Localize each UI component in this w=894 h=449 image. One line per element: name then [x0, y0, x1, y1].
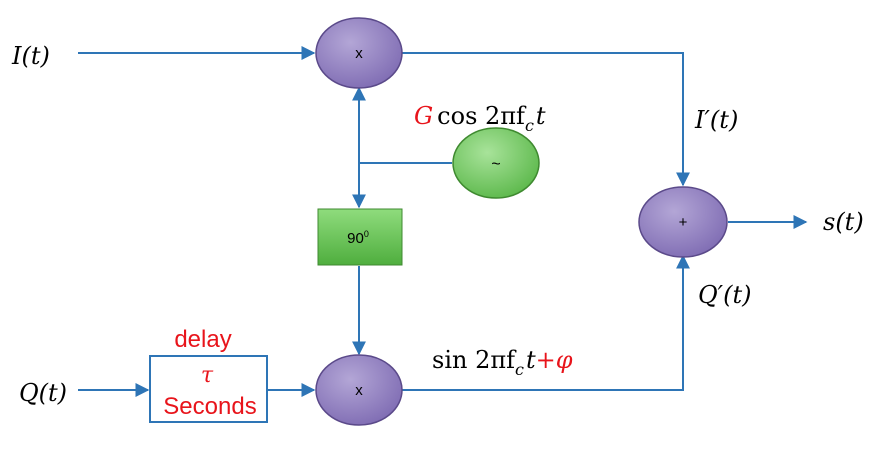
- oscillator: ~: [452, 127, 540, 199]
- i-input-label: I(t): [11, 42, 50, 70]
- q-prime-label: Q′(t): [698, 281, 752, 309]
- adder-symbol: +: [679, 214, 688, 231]
- lower-carrier-expression: sin 2πfct+φ: [432, 346, 573, 379]
- phase-shifter: 900: [317, 208, 403, 266]
- connections: [78, 46, 808, 397]
- delay-title: delay: [174, 326, 231, 353]
- top-mixer-symbol: x: [355, 45, 363, 62]
- adder: +: [638, 186, 728, 258]
- oscillator-symbol: ~: [491, 156, 500, 173]
- phase-shifter-label: 900: [347, 229, 369, 247]
- output-label: s(t): [823, 208, 864, 236]
- delay-unit: Seconds: [163, 393, 256, 420]
- delay-block: delay τ Seconds: [149, 326, 268, 423]
- top-mixer-to-adder-arrow: [402, 52, 690, 187]
- q-input-label: Q(t): [19, 379, 67, 407]
- bottom-mixer: x: [315, 354, 403, 426]
- bottom-mixer-symbol: x: [355, 382, 363, 399]
- top-mixer: x: [315, 17, 403, 89]
- i-prime-label: I′(t): [694, 106, 738, 134]
- bottom-mixer-to-adder-arrow: [402, 254, 690, 391]
- delay-tau-symbol: τ: [201, 363, 214, 388]
